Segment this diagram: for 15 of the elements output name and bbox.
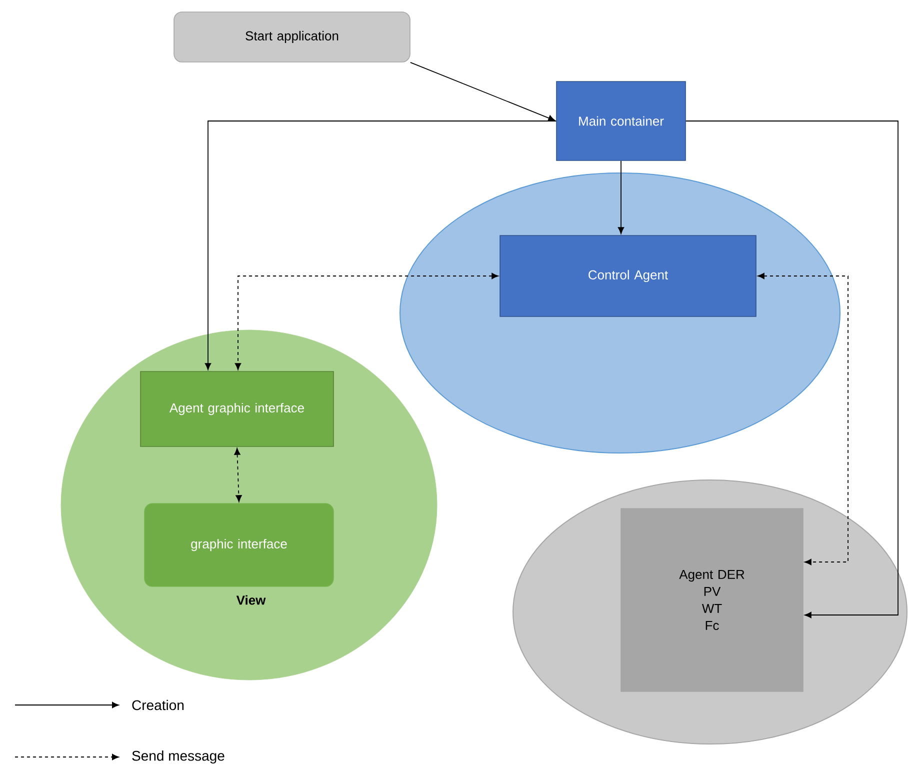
agent-box: Agent DER PV WT Fc [620,508,804,692]
legend-label: Creation [132,700,184,710]
arrow [234,448,242,502]
arrow [618,160,624,234]
legend-label: Send message [132,750,224,764]
arrow [685,120,898,618]
agent-box: Agent graphic interface [140,371,334,447]
start-box: Start application [174,12,410,62]
arrow [204,120,557,370]
arrow [410,62,556,122]
interface-box: graphic interface [144,503,334,587]
arrow [758,272,848,566]
arrow [234,272,498,370]
container-box: Main container [556,81,686,161]
agent-box: Control Agent [500,235,756,317]
